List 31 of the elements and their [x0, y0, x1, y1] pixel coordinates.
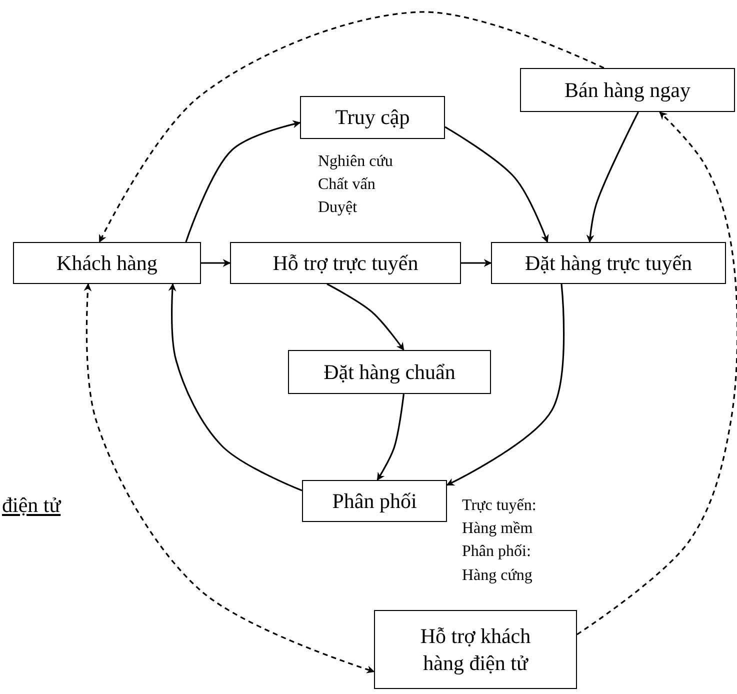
arrow	[586, 112, 639, 243]
node-label: Truy cập	[335, 104, 410, 131]
dashed-arrow	[576, 111, 737, 636]
process-box	[230, 242, 461, 284]
arrow	[444, 126, 549, 243]
annotation-text: Trực tuyến: Hàng mềm Phân phối: Hàng cứng	[462, 496, 538, 586]
arrow	[168, 283, 302, 492]
arrow	[446, 284, 565, 486]
node-label: Phân phối	[332, 488, 417, 514]
process-box	[520, 68, 735, 112]
caption-text: điện tử	[2, 493, 61, 518]
node-label: Đặt hàng chuẩn	[324, 358, 456, 386]
dashed-arrow	[84, 283, 375, 674]
arrow	[185, 120, 301, 242]
annotation-text: Nghiên cứu Chất vấn Duyệt	[318, 152, 394, 218]
node-label: Bán hàng ngay	[564, 76, 690, 104]
process-box	[13, 242, 201, 284]
node-label: Hỗ trợ khách hàng điện tử	[419, 623, 532, 676]
arrow	[376, 394, 404, 481]
arrow	[201, 259, 231, 267]
process-box	[374, 610, 577, 689]
process-box	[300, 96, 445, 139]
process-box	[302, 480, 447, 522]
process-box	[491, 242, 726, 284]
node-label: Đặt hàng trực tuyến	[524, 250, 692, 276]
process-box	[288, 350, 491, 394]
arrow	[326, 283, 404, 351]
node-label: Khách hàng	[56, 250, 158, 276]
node-label: Hỗ trợ trực tuyến	[272, 250, 418, 276]
dashed-arrow	[98, 11, 604, 243]
arrow	[461, 259, 492, 267]
